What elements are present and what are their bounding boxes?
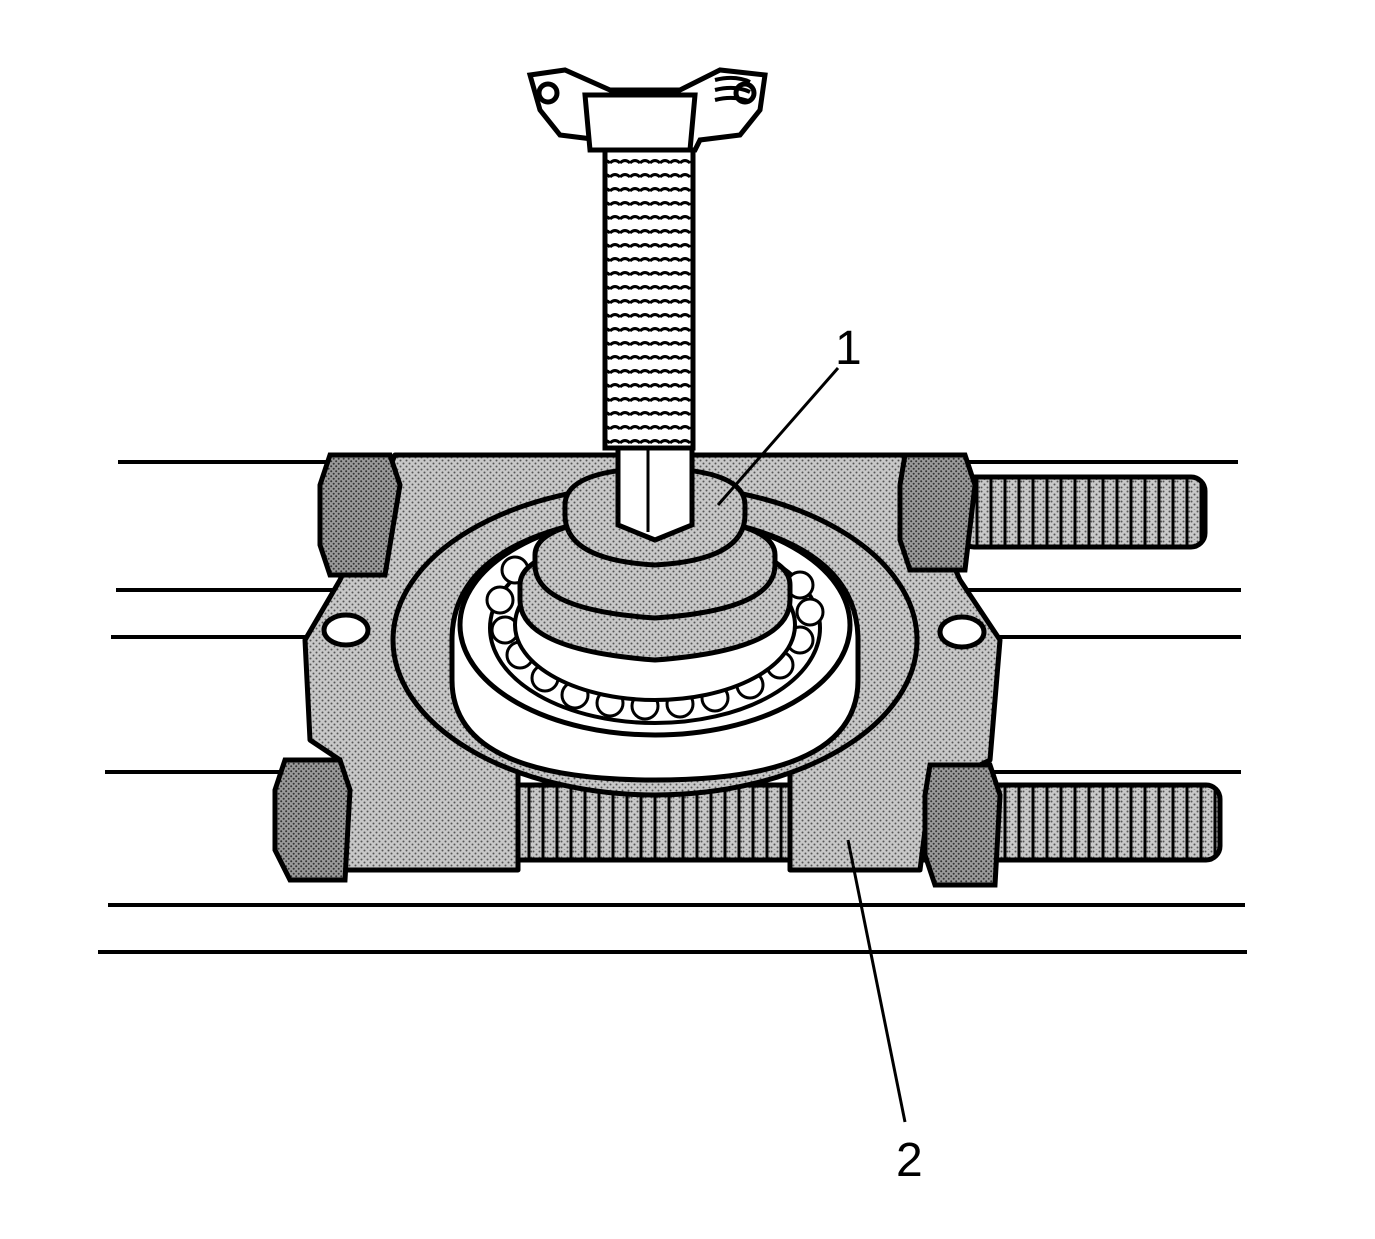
callout-label-1: 1 (835, 322, 862, 375)
mounting-hole-left (321, 612, 371, 648)
puller-screw (602, 147, 696, 543)
leader-line-1 (716, 367, 840, 506)
leader-lines (716, 367, 907, 1123)
leader-line-2 (846, 839, 907, 1123)
nut-upper-left (317, 452, 403, 578)
nut-lower-left (272, 757, 353, 883)
upper-threaded-rod (957, 474, 1208, 550)
mounting-hole-right (937, 614, 987, 650)
callout-label-2: 2 (896, 1134, 923, 1187)
nut-upper-right (897, 452, 978, 573)
puller-head (526, 67, 768, 153)
nut-lower-right (922, 762, 1003, 888)
hex-nuts (272, 452, 1003, 888)
